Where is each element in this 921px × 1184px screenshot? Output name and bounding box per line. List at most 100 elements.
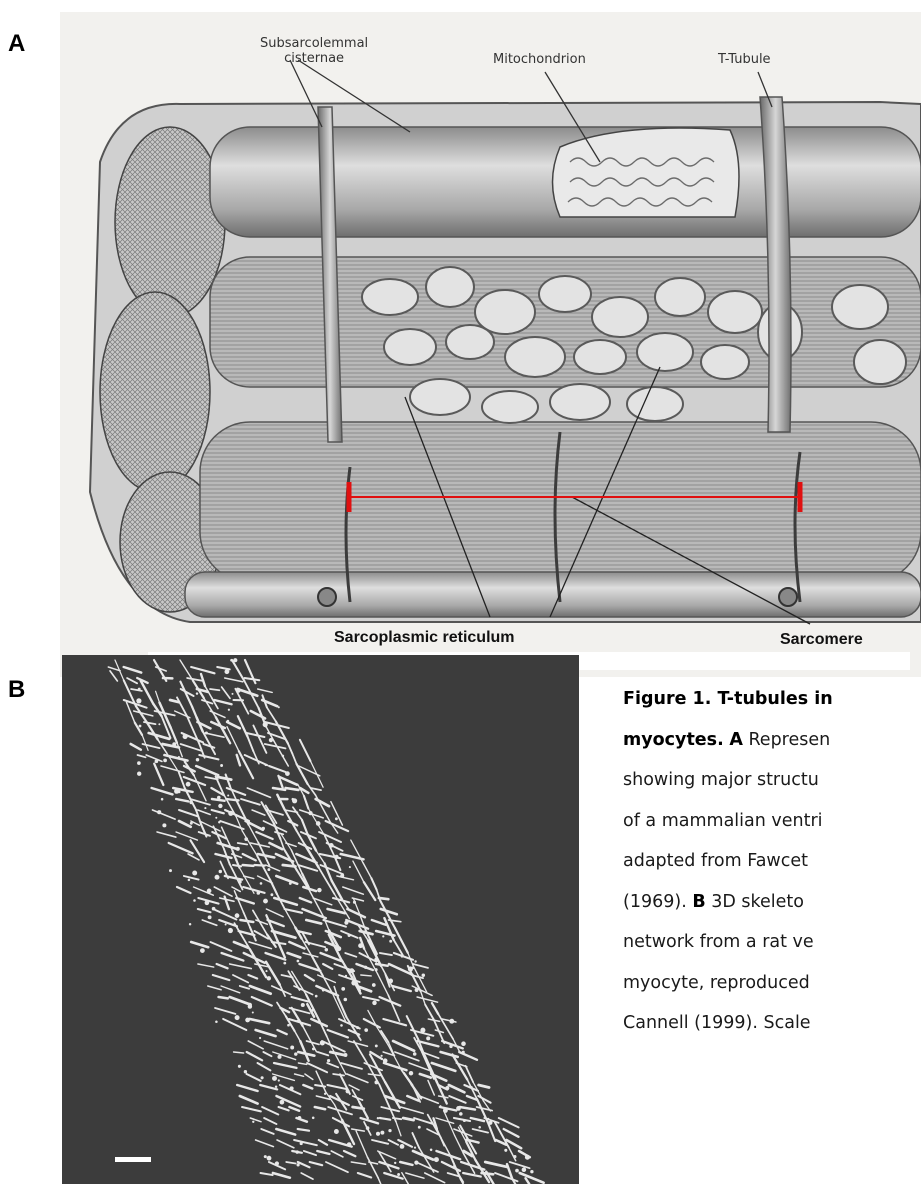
network-segment — [392, 986, 411, 991]
network-node — [257, 891, 261, 895]
network-segment — [348, 1041, 367, 1046]
network-segment — [401, 1107, 424, 1113]
network-node — [263, 899, 268, 904]
network-node — [465, 1138, 468, 1141]
network-segment — [261, 802, 273, 823]
network-node — [456, 1106, 461, 1111]
network-segment — [371, 878, 376, 890]
network-segment — [221, 986, 240, 993]
network-segment — [307, 1063, 327, 1072]
network-node — [205, 731, 208, 734]
network-node — [236, 847, 240, 851]
network-segment — [488, 1122, 496, 1141]
network-node — [244, 1070, 247, 1073]
network-segment — [286, 1162, 296, 1164]
network-node — [212, 907, 216, 911]
network-node — [285, 771, 290, 776]
network-segment — [326, 821, 349, 831]
network-node — [344, 1053, 348, 1057]
network-node — [228, 709, 230, 711]
network-node — [340, 874, 344, 878]
network-segment — [169, 843, 193, 853]
network-segment — [361, 1118, 379, 1123]
network-segment — [198, 909, 211, 912]
network-segment — [273, 1173, 290, 1178]
network-segment — [383, 1019, 406, 1025]
network-node — [225, 923, 227, 925]
network-segment — [395, 928, 408, 953]
network-node — [275, 1161, 279, 1165]
network-node — [224, 669, 229, 674]
network-segment — [264, 1118, 276, 1124]
network-node — [356, 1026, 359, 1029]
network-segment — [248, 975, 257, 979]
network-node — [196, 692, 198, 694]
network-segment — [252, 997, 272, 1006]
network-segment — [327, 1063, 338, 1067]
network-node — [235, 1015, 240, 1020]
network-node — [344, 998, 348, 1002]
network-node — [261, 1076, 264, 1079]
network-segment — [349, 1085, 359, 1090]
network-node — [340, 1024, 343, 1027]
network-segment — [463, 1173, 481, 1177]
network-node — [215, 817, 217, 819]
network-segment — [388, 995, 399, 1021]
network-node — [470, 1086, 472, 1088]
network-segment — [323, 964, 332, 969]
network-segment — [301, 1173, 313, 1179]
network-segment — [372, 920, 386, 925]
network-segment — [420, 1074, 431, 1078]
network-segment — [241, 799, 260, 805]
network-node — [434, 1157, 439, 1162]
network-segment — [249, 942, 271, 949]
network-segment — [127, 678, 137, 683]
network-segment — [432, 1003, 438, 1014]
network-node — [287, 1024, 290, 1027]
network-segment — [328, 1107, 352, 1114]
network-node — [227, 794, 229, 796]
network-segment — [306, 920, 321, 924]
network-segment — [343, 887, 364, 894]
network-node — [324, 1093, 326, 1095]
network-node — [207, 889, 212, 894]
network-node — [312, 1117, 315, 1120]
network-segment — [161, 766, 184, 773]
network-segment — [318, 1052, 329, 1055]
network-node — [401, 955, 404, 958]
network-node — [275, 1085, 277, 1087]
network-segment — [407, 1096, 418, 1101]
network-segment — [479, 1085, 490, 1088]
network-node — [372, 1001, 377, 1006]
network-node — [282, 755, 285, 758]
network-segment — [212, 799, 225, 801]
network-segment — [225, 678, 243, 682]
network-segment — [256, 832, 272, 839]
network-segment — [436, 1118, 454, 1123]
network-node — [380, 1131, 384, 1135]
network-segment — [274, 823, 281, 839]
network-node — [376, 1132, 380, 1136]
network-segment — [227, 722, 240, 728]
network-segment — [499, 1118, 519, 1127]
network-node — [200, 948, 205, 953]
network-node — [349, 866, 351, 868]
network-segment — [223, 1019, 246, 1030]
network-node — [278, 706, 280, 708]
network-segment — [248, 737, 254, 752]
network-segment — [162, 744, 179, 747]
network-node — [358, 943, 363, 948]
network-node — [136, 698, 141, 703]
caption-line-3: showing major structu — [623, 760, 921, 801]
network-segment — [177, 887, 191, 893]
network-node — [341, 987, 345, 991]
network-segment — [199, 755, 218, 759]
network-node — [157, 810, 161, 814]
network-segment — [359, 1102, 368, 1119]
network-segment — [247, 733, 265, 737]
network-segment — [286, 788, 299, 790]
network-segment — [288, 743, 292, 753]
network-node — [230, 659, 233, 662]
network-node — [297, 1163, 300, 1166]
network-segment — [351, 1162, 365, 1164]
